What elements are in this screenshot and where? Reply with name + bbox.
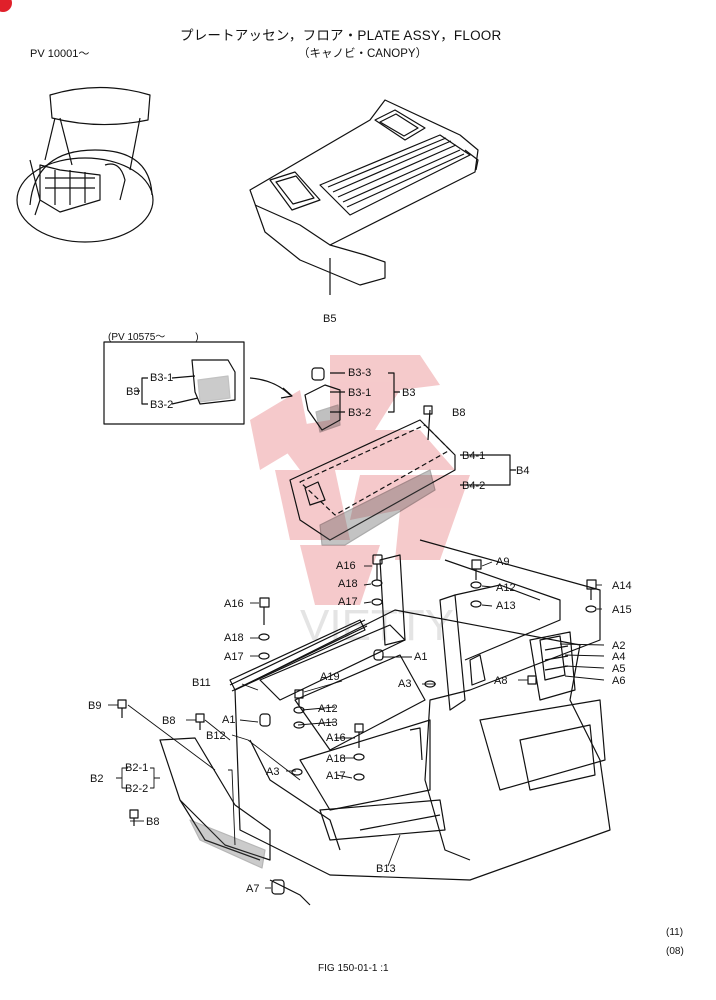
machine-thumbnail	[16, 86, 154, 243]
part-label-b13: B13	[376, 863, 396, 875]
part-label-a18: A18	[338, 578, 358, 590]
cover-b2	[159, 737, 271, 869]
part-label-b8: B8	[162, 715, 176, 727]
part-label-a16: A16	[326, 732, 346, 744]
part-label-a13: A13	[496, 600, 516, 612]
part-label-b3-3: B3-3	[348, 367, 372, 379]
figure-number: FIG 150-01-1 :1	[318, 963, 389, 974]
part-label-b4-2: B4-2	[462, 480, 486, 492]
part-label-a19: A19	[320, 671, 340, 683]
machine-frame	[229, 539, 611, 906]
part-label-a8: A8	[494, 675, 508, 687]
leader-lines	[108, 561, 605, 889]
part-label-b5: B5	[323, 313, 337, 325]
part-label-b8: B8	[146, 816, 160, 828]
part-label-b4: B4	[516, 465, 530, 477]
page-title: プレートアッセン，フロア・PLATE ASSY，FLOOR	[180, 28, 502, 43]
floor-plate-b5	[249, 99, 479, 295]
bracket-b3	[304, 367, 433, 441]
part-label-a6: A6	[612, 675, 626, 687]
part-label-b9: B9	[88, 700, 102, 712]
page-subtitle: （キャノビ・CANOPY）	[298, 48, 428, 60]
part-label-a15: A15	[612, 604, 632, 616]
part-label-b2-2: B2-2	[125, 783, 149, 795]
part-label-a17: A17	[326, 770, 346, 782]
part-label-a14: A14	[612, 580, 632, 592]
inset-box	[103, 341, 293, 425]
part-label-a9: A9	[496, 556, 510, 568]
part-label-b3-1: B3-1	[348, 387, 372, 399]
corner-marker	[0, 0, 12, 12]
part-label-a5: A5	[612, 663, 626, 675]
page-number-alt: (08)	[666, 946, 684, 957]
part-label-b2-1: B2-1	[125, 762, 149, 774]
part-label-b11: B11	[192, 677, 211, 689]
part-label-a1: A1	[414, 651, 428, 663]
serial-range: PV 10001～	[30, 48, 90, 60]
part-label-a18: A18	[326, 753, 346, 765]
inset-group-label: B3	[126, 386, 140, 398]
plate-b4	[289, 419, 516, 546]
part-label-a2: A2	[612, 640, 626, 652]
part-label-a17: A17	[224, 651, 244, 663]
inset-serial: (PV 10575～ )	[108, 332, 199, 343]
part-label-a12: A12	[496, 582, 516, 594]
page-number: (11)	[666, 927, 684, 938]
watermark-text: VIETTY	[300, 601, 454, 650]
part-label-a3: A3	[266, 766, 280, 778]
part-label-b3: B3	[402, 387, 416, 399]
part-label-b8: B8	[452, 407, 466, 419]
part-label-a7: A7	[246, 883, 260, 895]
part-label-a16: A16	[224, 598, 244, 610]
inset-item-label: B3-2	[150, 399, 174, 411]
part-label-a4: A4	[612, 651, 626, 663]
part-label-a13: A13	[318, 717, 338, 729]
fasteners	[117, 554, 597, 895]
part-label-a3: A3	[398, 678, 412, 690]
part-label-b12: B12	[206, 730, 226, 742]
part-label-b3-2: B3-2	[348, 407, 372, 419]
part-label-b4-1: B4-1	[462, 450, 486, 462]
part-label-a1: A1	[222, 714, 236, 726]
part-label-a12: A12	[318, 703, 338, 715]
part-label-a18: A18	[224, 632, 244, 644]
part-label-b2: B2	[90, 773, 104, 785]
part-label-a16: A16	[336, 560, 356, 572]
part-label-a17: A17	[338, 596, 358, 608]
inset-item-label: B3-1	[150, 372, 174, 384]
